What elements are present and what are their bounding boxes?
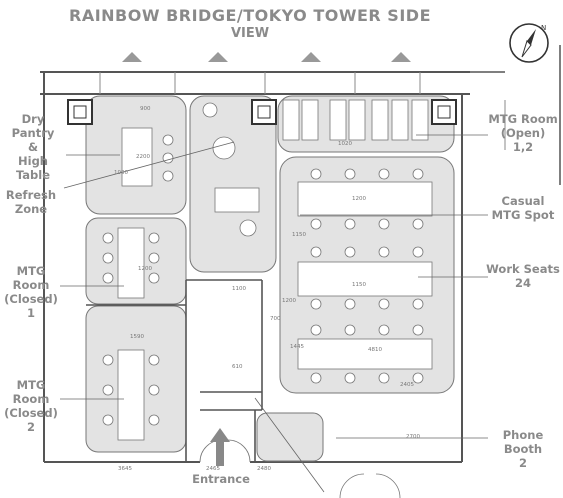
dim-19: 1100	[232, 286, 246, 292]
view-arrow-3	[301, 52, 321, 62]
dim-13: 2405	[400, 382, 414, 388]
dim-16: 1200	[138, 266, 152, 272]
view-arrow-4	[391, 52, 411, 62]
label-mtg-open: MTG Room (Open) 1,2	[488, 112, 558, 154]
dim-10: 1150	[292, 232, 306, 238]
high-table	[121, 127, 153, 187]
label-phone-booth: Phone Booth 2	[502, 428, 544, 470]
leader-lines	[60, 134, 488, 493]
label-work-seats: Work Seats 24	[486, 262, 560, 290]
dim-9: 2700	[406, 434, 420, 440]
label-dry-pantry: Dry Pantry & High Table	[11, 112, 55, 182]
dim-18: 610	[232, 364, 243, 370]
compass-icon: N	[509, 23, 549, 63]
dim-5: 3645	[118, 466, 132, 472]
mtg1-table	[117, 227, 145, 299]
work-chairs	[310, 168, 424, 384]
dim-15: 1445	[290, 344, 304, 350]
entrance-arrow	[210, 428, 230, 466]
compass-north-letter: N	[541, 24, 546, 32]
dim-17: 1200	[282, 298, 296, 304]
window-mullions	[99, 72, 506, 150]
view-arrows	[122, 52, 411, 62]
dim-14: 700	[270, 316, 281, 322]
interior-walls	[86, 279, 263, 462]
sofa-casual	[214, 187, 260, 213]
dim-7: 2480	[257, 466, 271, 472]
label-casual-mtg: Casual MTG Spot	[491, 194, 555, 222]
zone-phone-booth	[256, 412, 324, 462]
dim-6: 2465	[206, 466, 220, 472]
dim-4: 1020	[338, 141, 352, 147]
outer-walls	[40, 71, 470, 463]
dim-1: 2200	[136, 154, 150, 160]
mtg2-table	[117, 349, 145, 441]
dim-11: 1200	[352, 196, 366, 202]
work-desks	[297, 181, 433, 370]
dim-8: 4810	[368, 347, 382, 353]
label-mtg-closed-2: MTG Room (Closed) 2	[4, 378, 58, 434]
columns	[67, 99, 457, 125]
dim-20: 1590	[130, 334, 144, 340]
view-title: RAINBOW BRIDGE/TOKYO TOWER SIDE	[69, 6, 431, 25]
dim-12: 1150	[352, 282, 366, 288]
label-mtg-closed-1: MTG Room (Closed) 1	[4, 264, 58, 320]
label-entrance: Entrance	[192, 472, 250, 486]
view-arrow-2	[208, 52, 228, 62]
dim-2: 900	[140, 106, 151, 112]
label-refresh-zone: Refresh Zone	[5, 188, 57, 216]
view-arrow-1	[122, 52, 142, 62]
dim-3: 1000	[114, 170, 128, 176]
view-title-line2: VIEW	[230, 26, 270, 41]
